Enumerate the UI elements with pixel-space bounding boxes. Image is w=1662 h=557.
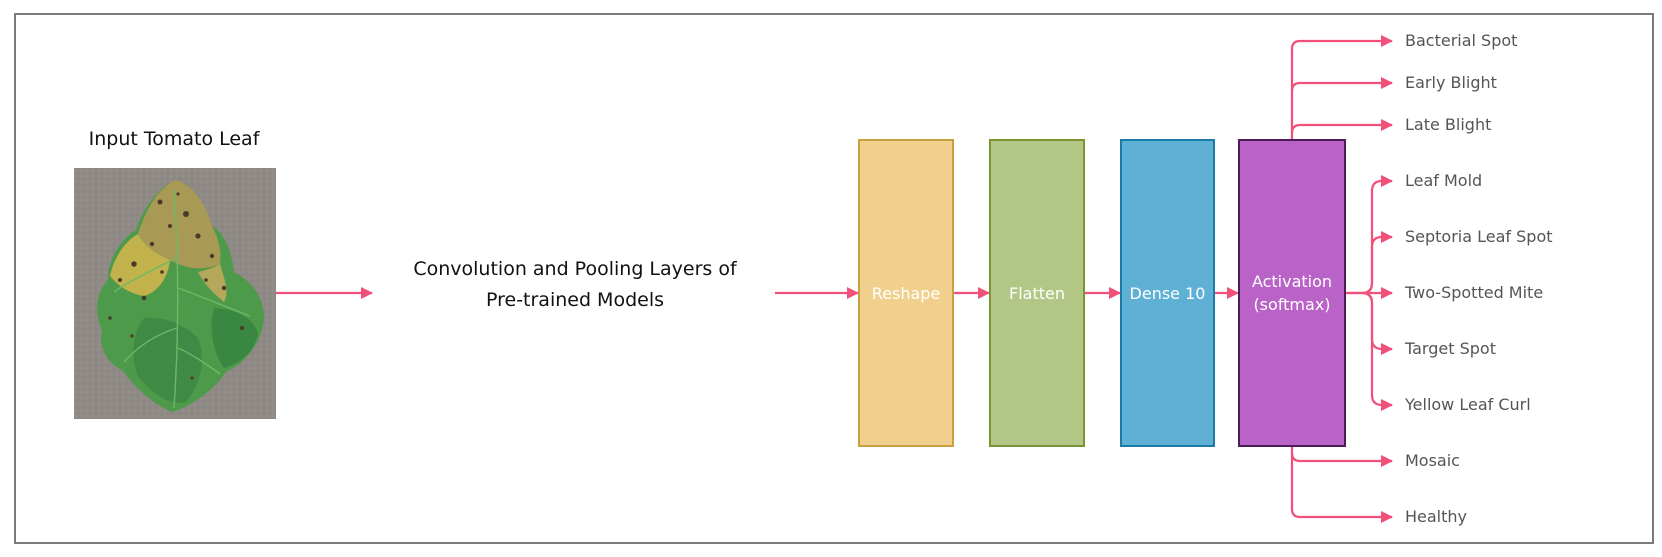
class-label-mosaic: Mosaic	[1405, 451, 1460, 470]
class-label-leaf-mold: Leaf Mold	[1405, 171, 1483, 190]
reshape-layer-label: Reshape	[871, 283, 941, 303]
activation-layer-label: Activation (softmax)	[1252, 270, 1332, 316]
flatten-layer: Flatten	[989, 139, 1085, 447]
arrow-to-yellow-leaf-curl	[1361, 291, 1393, 411]
input-title: Input Tomato Leaf	[88, 128, 260, 150]
arrow-to-early-blight	[1290, 77, 1393, 92]
class-label-septoria-leaf-spot: Septoria Leaf Spot	[1405, 227, 1553, 246]
diagram-frame	[14, 13, 1654, 544]
class-label-late-blight: Late Blight	[1405, 115, 1492, 134]
backbone-label-line-2: Pre-trained Models	[485, 289, 665, 311]
arrow-to-target-spot	[1361, 291, 1393, 355]
arrow-to-septoria-leaf-spot	[1361, 231, 1393, 295]
activation-layer-label-line-1: Activation	[1251, 272, 1333, 291]
backbone-label-line-1: Convolution and Pooling Layers of	[413, 258, 737, 280]
class-label-target-spot: Target Spot	[1405, 339, 1496, 358]
class-label-two-spotted-mite: Two-Spotted Mite	[1405, 283, 1544, 302]
class-label-bacterial-spot: Bacterial Spot	[1405, 31, 1518, 50]
class-label-healthy: Healthy	[1405, 507, 1468, 526]
reshape-layer: Reshape	[858, 139, 954, 447]
arrow-to-late-blight	[1290, 119, 1393, 134]
activation-layer-label-line-2: (softmax)	[1253, 295, 1331, 314]
class-label-early-blight: Early Blight	[1405, 73, 1497, 92]
arrow-to-healthy	[1290, 453, 1393, 523]
dense-layer: Dense 10	[1120, 139, 1215, 447]
tomato-leaf-image	[74, 168, 276, 419]
backbone-label: Convolution and Pooling Layers of Pre-tr…	[400, 254, 750, 316]
activation-layer: Activation (softmax)	[1238, 139, 1346, 447]
arrow-to-mosaic	[1290, 447, 1393, 467]
dense-layer-label: Dense 10	[1129, 283, 1206, 303]
leaf-illustration	[74, 168, 276, 419]
arrow-to-bacterial-spot	[1290, 35, 1393, 139]
flatten-layer-label: Flatten	[1009, 283, 1065, 303]
class-label-yellow-leaf-curl: Yellow Leaf Curl	[1405, 395, 1531, 414]
